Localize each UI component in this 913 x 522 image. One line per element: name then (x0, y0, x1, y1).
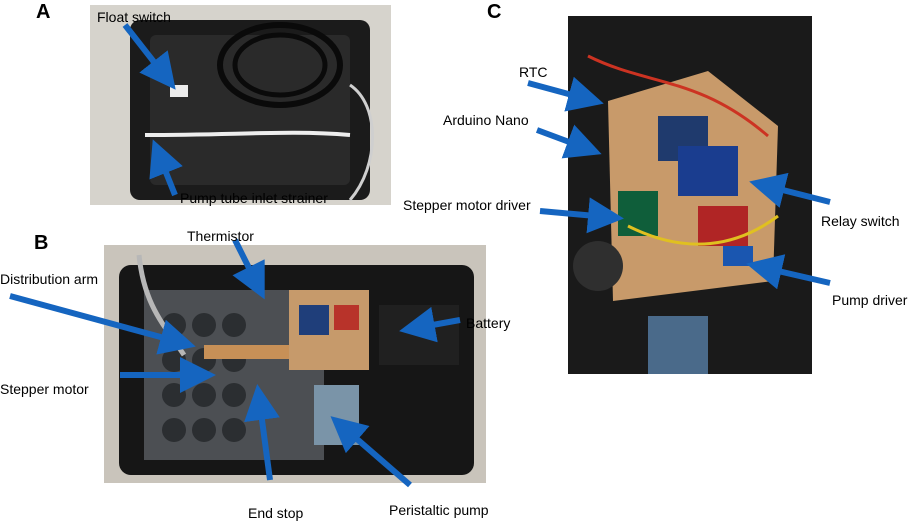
label-battery: Battery (466, 315, 511, 331)
label-pump-driver: Pump driver (832, 292, 908, 308)
arrow-strainer (149, 139, 183, 197)
arrow-peristaltic-pump (330, 416, 412, 488)
label-stepper-motor-driver: Stepper motor driver (403, 197, 531, 213)
arrow-float-switch (122, 23, 176, 90)
panel-letter-c: C (487, 1, 502, 23)
arrow-arduino-nano (535, 124, 602, 159)
arrow-thermistor (232, 238, 265, 300)
arrow-stepper-driver (539, 197, 624, 234)
panel-letter-b: B (34, 232, 49, 254)
label-relay-switch: Relay switch (821, 213, 900, 229)
label-stepper-motor: Stepper motor (0, 381, 89, 397)
photo-a-closed-case (90, 5, 391, 205)
label-end-stop: End stop (248, 505, 304, 521)
label-float-switch: Float switch (97, 9, 171, 25)
label-pump-tube-inlet-strainer: Pump tube inlet strainer (180, 190, 328, 206)
label-distribution-arm: Distribution arm (0, 271, 99, 287)
panel-letter-a: A (36, 1, 51, 23)
label-peristaltic-pump: Peristaltic pump (389, 502, 489, 518)
arrow-battery (399, 306, 461, 343)
arrow-distribution-arm (9, 293, 196, 355)
label-rtc: RTC (519, 64, 548, 80)
arrow-rtc (527, 76, 604, 112)
arrow-pump-driver (746, 254, 831, 290)
arrow-end-stop (244, 384, 280, 481)
label-arduino-nano: Arduino Nano (443, 112, 529, 128)
arrow-relay-switch (749, 172, 831, 208)
label-thermistor: Thermistor (187, 228, 254, 244)
